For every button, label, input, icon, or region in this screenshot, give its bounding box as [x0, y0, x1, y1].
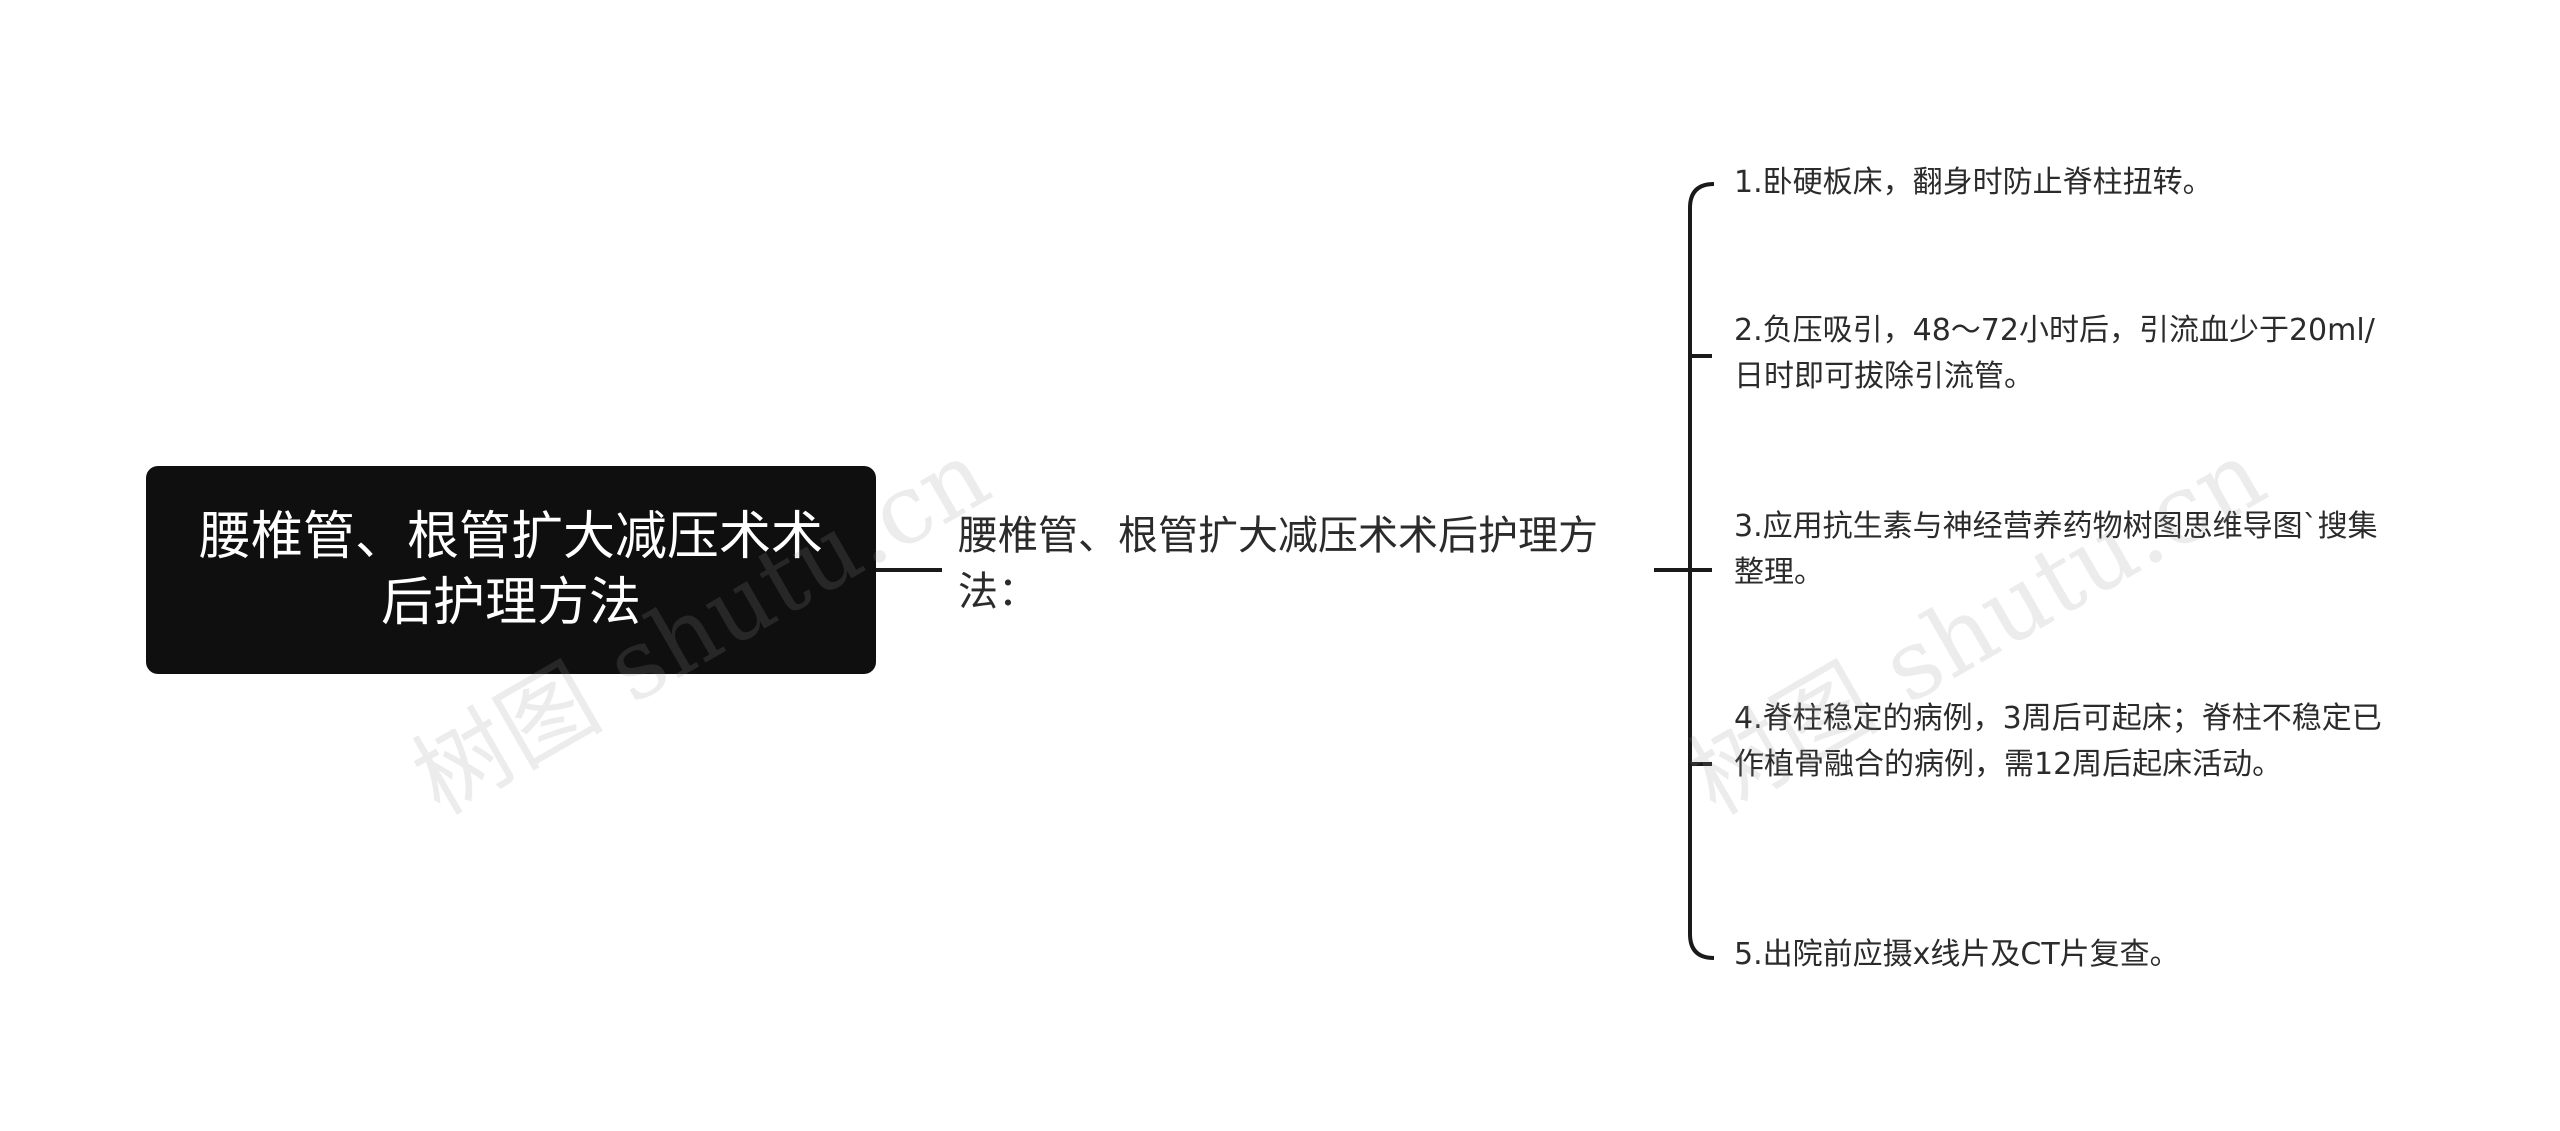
- leaf-node-1[interactable]: 1.卧硬板床，翻身时防止脊柱扭转。: [1734, 165, 2213, 200]
- leaf-node-5[interactable]: 5.出院前应摄x线片及CT片复查。: [1734, 937, 2180, 972]
- root-node[interactable]: 腰椎管、根管扩大减压术术后护理方法: [146, 466, 876, 674]
- leaf-node-4[interactable]: 4.脊柱稳定的病例，3周后可起床；脊柱不稳定已作植骨融合的病例，需12周后起床活…: [1734, 701, 2382, 782]
- root-node-title: 腰椎管、根管扩大减压术术后护理方法: [198, 507, 823, 633]
- leaf-node-2[interactable]: 2.负压吸引，48～72小时后，引流血少于20ml/日时即可拔除引流管。: [1734, 313, 2375, 394]
- leaf-node-3[interactable]: 3.应用抗生素与神经营养药物树图思维导图`搜集整理。: [1734, 509, 2378, 590]
- branch-node[interactable]: 腰椎管、根管扩大减压术术后护理方法：: [958, 513, 1598, 615]
